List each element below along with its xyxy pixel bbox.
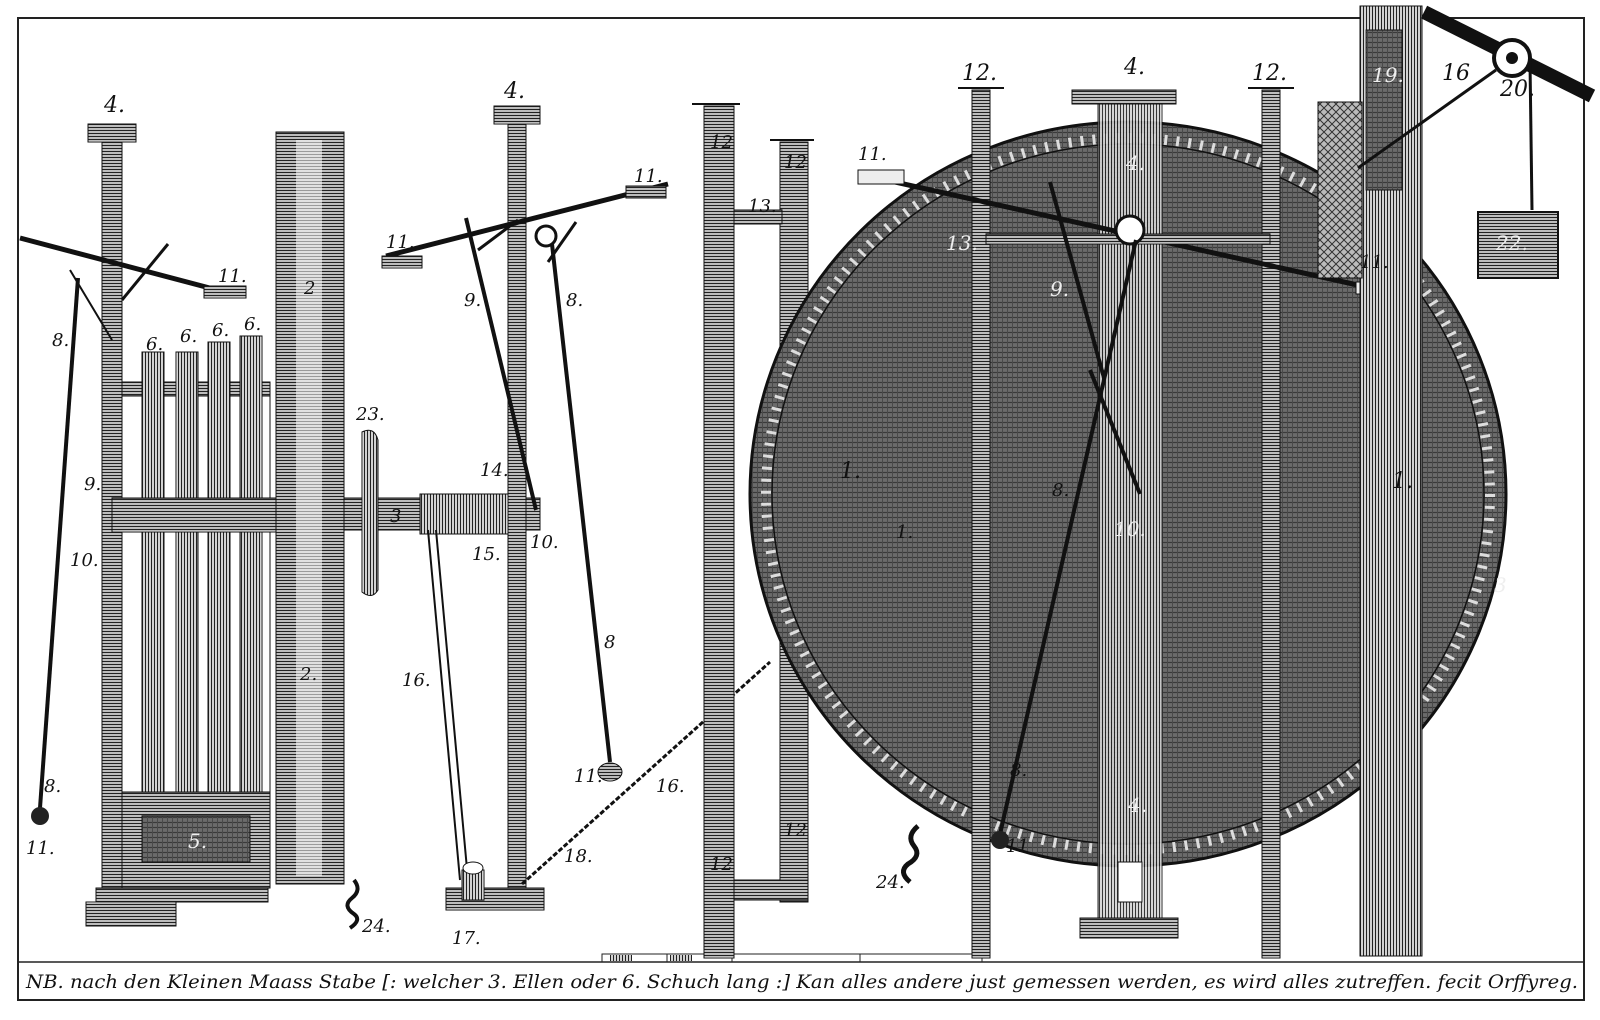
label-stamper-box: 5. xyxy=(188,829,207,853)
label-rope-b: 16. xyxy=(656,776,685,797)
label-hook-left-9: 9. xyxy=(84,474,101,495)
label-weight-left: 11. xyxy=(26,838,55,859)
label-post-wheel-top: 4. xyxy=(1123,55,1145,80)
label-pulley-base: 17. xyxy=(452,928,481,949)
hoist-tower xyxy=(1317,5,1596,957)
label-stamper-3: 6. xyxy=(212,320,229,341)
label-board-a: 2 xyxy=(303,278,315,299)
label-chain-a: 24. xyxy=(361,916,391,937)
label-board-b: 2. xyxy=(299,664,317,685)
label-wheel-1-small: 1. xyxy=(896,522,913,543)
label-stamper-1: 6. xyxy=(146,334,163,355)
crank-axle xyxy=(343,429,541,596)
label-tower-16: 16 xyxy=(1442,61,1470,86)
label-pend-mid-b: 8 xyxy=(604,632,615,653)
label-frame-12-top2: 12 xyxy=(784,152,807,173)
label-wheel-1-left: 1. xyxy=(840,459,861,484)
label-weight-wheel: 11 xyxy=(1006,836,1029,857)
label-pend-left-b: 8. xyxy=(44,776,61,797)
label-frame-12-bot2: 12 xyxy=(784,820,807,841)
label-rope-18: 18. xyxy=(564,846,593,867)
stamper-frame xyxy=(95,335,281,903)
label-post-left: 4. xyxy=(103,93,125,118)
label-rope-a: 16. xyxy=(402,670,431,691)
label-pend-left-a: 8. xyxy=(52,330,69,351)
label-post-wheel-bottom: 4. xyxy=(1127,793,1147,817)
label-arm-left: 11. xyxy=(218,266,247,287)
label-tower-19: 19. xyxy=(1372,63,1404,87)
middle-post xyxy=(445,105,545,911)
label-post-wheel-center: 4. xyxy=(1125,151,1145,175)
label-weight-mid: 11. xyxy=(574,766,603,787)
middle-pendulums xyxy=(464,217,623,782)
middle-arms xyxy=(381,181,669,269)
left-pendulum xyxy=(31,277,80,825)
label-stamper-4: 6. xyxy=(244,314,261,335)
plate-border xyxy=(17,17,1585,1001)
label-pulley-20: 20. xyxy=(1499,77,1535,102)
label-pend-wheel-b: 8. xyxy=(1010,760,1027,781)
label-box-22: 22. xyxy=(1495,231,1528,255)
label-brace-13: 13. xyxy=(748,196,777,217)
label-wheel-13: 13. xyxy=(946,231,978,255)
label-frame-12-bot: 12 xyxy=(710,854,733,875)
label-post-mid: 4. xyxy=(503,79,525,104)
label-pend-wheel-a: 8. xyxy=(1052,480,1069,501)
label-arm-wheel-left: 11. xyxy=(858,144,887,165)
label-wheel-1-right: 1. xyxy=(1392,469,1413,494)
chain-left xyxy=(345,878,360,930)
label-crank: 23. xyxy=(355,404,385,425)
label-axle: 3 xyxy=(390,506,401,527)
label-arm-mid-left: 11. xyxy=(386,232,415,253)
label-hook-left-10: 10. xyxy=(70,550,99,571)
label-pend-mid-a: 8. xyxy=(566,290,583,311)
label-arm-mid-right: 11. xyxy=(634,166,663,187)
label-hook-wheel-9: 9. xyxy=(1050,277,1069,301)
label-hook-mid-10: 10. xyxy=(530,532,559,553)
scale-bar xyxy=(601,953,983,963)
label-wheel-12-right: 12. xyxy=(1252,61,1287,86)
left-arms xyxy=(19,235,247,341)
label-frame-12-top: 12 xyxy=(710,132,733,153)
label-hook-wheel-10: 10. xyxy=(1114,517,1146,541)
label-peg-14: 14. xyxy=(480,460,509,481)
label-wheel-12-left: 12. xyxy=(962,61,997,86)
label-chain-b: 24. xyxy=(875,872,905,893)
chain-wheel xyxy=(901,824,920,884)
label-hook-mid-9: 9. xyxy=(464,290,481,311)
label-peg-15: 15. xyxy=(472,544,501,565)
label-arm-wheel-right: 11. xyxy=(1360,252,1389,273)
plate-caption: NB. nach den Kleinen Maass Stabe [: welc… xyxy=(25,971,1578,993)
label-stamper-2: 6. xyxy=(180,326,197,347)
plate-labels: 4. 4. 4. 4. 4. 11. 11. 11. 11. 11. 11. 1… xyxy=(26,55,1535,949)
label-wheel-rim-3: 3 xyxy=(1494,573,1507,597)
